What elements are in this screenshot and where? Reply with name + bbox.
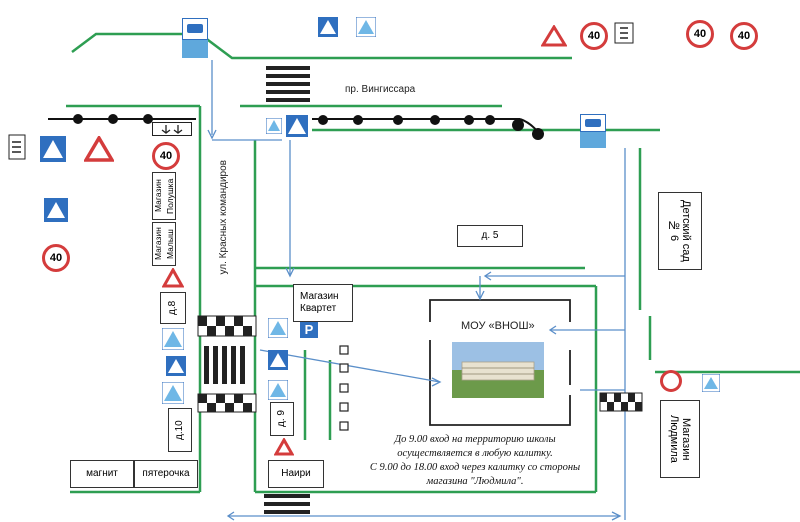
speed-limit-value: 40 (159, 150, 173, 162)
kindergarten: Детский сад № 6 (658, 192, 702, 270)
parking-sign-icon: P (300, 320, 318, 338)
shop-lyudmila: Магазин Людмила (660, 400, 700, 478)
school-label: МОУ «ВНОШ» (461, 320, 535, 332)
speed-limit-value: 40 (737, 30, 751, 42)
shop-kvartet-line1: Магазин (300, 291, 339, 302)
street-label-krasnykh: ул. Красных командиров (218, 160, 229, 275)
speed-limit-icon: 40 (730, 22, 758, 50)
shop-polushka: Магазин Полушка (152, 172, 176, 220)
house-5: д. 5 (457, 225, 523, 247)
speed-limit-icon: 40 (152, 142, 180, 170)
note-line-3: С 9.00 до 18.00 вход через калитку со ст… (369, 462, 581, 473)
shop-pyaterochka: пятерочка (134, 460, 198, 488)
checkered-barriers (197, 315, 643, 413)
shop-kvartet-line2: Квартет (300, 303, 337, 314)
speed-limit-value: 40 (49, 252, 63, 264)
no-entry-icon (660, 370, 682, 392)
note-line-1: До 9.00 вход на территорию школы (394, 434, 556, 445)
shop-kvartet: Магазин Квартет (293, 284, 353, 322)
entry-rules-note: До 9.00 вход на территорию школы осущест… (340, 433, 610, 489)
school-fence (429, 299, 571, 426)
house-9: д. 9 (270, 402, 294, 436)
note-line-4: магазина "Людмила". (426, 476, 524, 487)
zebra-crossings (204, 66, 310, 514)
shop-malysh: Магазин Малыш (152, 222, 176, 266)
walking-routes (207, 60, 626, 521)
school-photo (452, 342, 544, 398)
speed-limit-value: 40 (693, 28, 707, 40)
house-8: д.8 (160, 292, 186, 324)
speed-limit-icon: 40 (686, 20, 714, 48)
shop-nairi: Наири (268, 460, 324, 488)
speed-limit-icon: 40 (580, 22, 608, 50)
house-10: д.10 (168, 408, 192, 452)
parking-bays (339, 345, 349, 431)
railway (48, 114, 544, 140)
speed-limit-icon: 40 (42, 244, 70, 272)
parking-sign-label: P (304, 321, 314, 337)
note-line-2: осуществляется в любую калитку. (397, 448, 553, 459)
street-label-avenue: пр. Вингиссара (345, 84, 416, 95)
shop-magnit: магнит (70, 460, 134, 488)
speed-limit-value: 40 (587, 30, 601, 42)
